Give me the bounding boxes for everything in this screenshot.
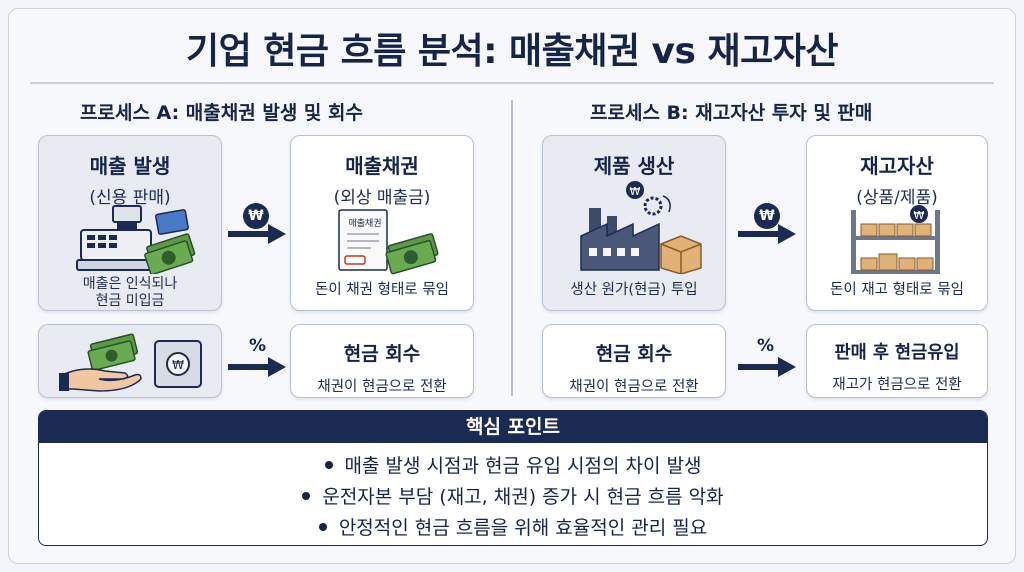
- inventory-sub: (상품/제품): [856, 188, 938, 208]
- cash-register-icon: [76, 205, 196, 274]
- arrow-right-icon: [738, 224, 796, 244]
- key-points-panel: 핵심 포인트 매출 발생 시점과 현금 유입 시점의 차이 발생 운전자본 부담…: [38, 410, 988, 546]
- hand-cash-safe-icon: ₩: [59, 333, 202, 392]
- key-point-item: 매출 발생 시점과 현금 유입 시점의 차이 발생: [39, 451, 987, 482]
- title-divider: [30, 82, 994, 84]
- sale-sub: (신용 판매): [89, 188, 171, 208]
- won-badge-b: ₩: [754, 203, 780, 229]
- receivable-foot: 돈이 채권 형태로 묶임: [315, 282, 449, 298]
- production-box: 제품 생산 ₩ 생산 원가(현금) 투입: [542, 135, 726, 311]
- receivable-title: 매출채권: [345, 154, 419, 178]
- key-point-text: 매출 발생 시점과 현금 유입 시점의 차이 발생: [344, 455, 702, 477]
- sale-foot-line2: 현금 미입금: [95, 293, 165, 309]
- key-point-text: 운전자본 부담 (재고, 채권) 증가 시 현금 흐름 악화: [322, 486, 724, 508]
- production-foot: 생산 원가(현금) 투입: [570, 282, 698, 298]
- inflow-desc: 재고가 현금으로 전환: [832, 377, 962, 393]
- receivable-doc-label: 매출채권: [348, 219, 382, 229]
- cash-collection-box-a: 현금 회수 채권이 현금으로 전환: [290, 324, 474, 398]
- production-title: 제품 생산: [593, 154, 675, 178]
- collection-illustration-box: ₩: [38, 324, 222, 398]
- inventory-title: 재고자산: [860, 154, 934, 178]
- receivable-box: 매출채권 (외상 매출금) 매출채권 돈이 채권 형태로 묶임: [290, 135, 474, 311]
- collection-a-title: 현금 회수: [343, 343, 421, 365]
- inventory-foot: 돈이 재고 형태로 묶임: [830, 282, 964, 298]
- inflow-title: 판매 후 현금유입: [834, 343, 960, 363]
- process-a-title: 프로세스 A: 매출채권 발생 및 회수: [80, 102, 363, 124]
- collection-b-desc: 채권이 현금으로 전환: [569, 379, 699, 395]
- svg-text:₩: ₩: [914, 209, 925, 222]
- percent-label-a: %: [249, 336, 267, 356]
- collection-a-desc: 채권이 현금으로 전환: [317, 379, 447, 395]
- percent-label-b: %: [757, 336, 775, 356]
- inventory-box: 재고자산 (상품/제품) ₩ 돈이 재고 형태로 묶임: [806, 135, 988, 311]
- cash-inflow-box: 판매 후 현금유입 재고가 현금으로 전환: [806, 324, 988, 398]
- svg-text:₩: ₩: [172, 358, 184, 372]
- svg-text:₩: ₩: [630, 185, 641, 198]
- cash-collection-box-b: 현금 회수 채권이 현금으로 전환: [542, 324, 726, 398]
- collection-b-title: 현금 회수: [595, 343, 673, 365]
- key-points-list: 매출 발생 시점과 현금 유입 시점의 차이 발생 운전자본 부담 (재고, 채…: [39, 443, 987, 544]
- key-point-item: 안정적인 현금 흐름을 위해 효율적인 관리 필요: [39, 513, 987, 544]
- bullet-icon: [302, 491, 311, 500]
- sale-foot-line1: 매출은 인식되나: [82, 276, 178, 292]
- receivable-document-icon: [338, 209, 439, 275]
- page-title: 기업 현금 흐름 분석: 매출채권 vs 재고자산: [186, 31, 838, 72]
- key-points-title: 핵심 포인트: [39, 411, 987, 443]
- process-b-title: 프로세스 B: 재고자산 투자 및 판매: [590, 102, 873, 124]
- arrow-right-icon: [738, 357, 796, 377]
- bullet-icon: [324, 460, 333, 469]
- won-badge-a: ₩: [243, 203, 269, 229]
- key-point-text: 안정적인 현금 흐름을 위해 효율적인 관리 필요: [338, 517, 708, 539]
- key-point-item: 운전자본 부담 (재고, 채권) 증가 시 현금 흐름 악화: [39, 482, 987, 513]
- arrow-right-icon: [228, 357, 286, 377]
- arrow-right-icon: [228, 224, 286, 244]
- sale-box: 매출 발생 (신용 판매) 매출은 인식되나 현금 미입금: [38, 135, 222, 311]
- receivable-sub: (외상 매출금): [333, 188, 431, 208]
- sale-title: 매출 발생: [89, 154, 171, 178]
- bullet-icon: [318, 522, 327, 531]
- inventory-shelf-icon: ₩: [851, 205, 940, 274]
- section-divider: [511, 100, 513, 396]
- factory-icon: ₩: [580, 181, 702, 274]
